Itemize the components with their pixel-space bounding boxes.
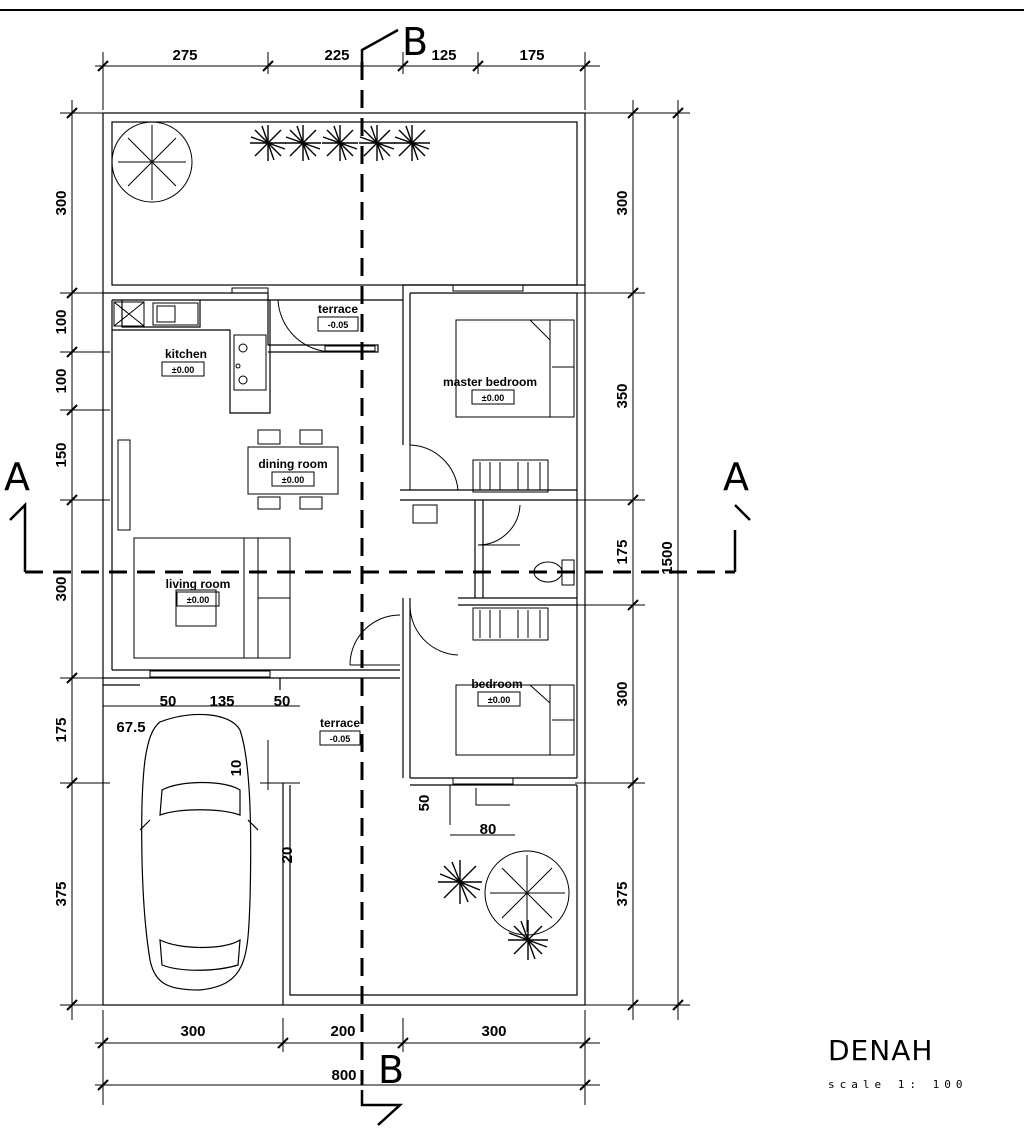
dim-right-2: 350: [614, 383, 631, 408]
shrub-icon: [322, 125, 358, 161]
room-name: terrace: [318, 302, 358, 316]
dim-right-1: 300: [614, 190, 631, 215]
dim-detail-135: 135: [209, 693, 234, 710]
room-terrace-top: terrace -0.05: [317, 302, 359, 332]
dimension-ticks: [66, 60, 684, 1091]
room-terrace-bottom: terrace -0.05: [319, 716, 361, 746]
dim-top-1: 275: [172, 47, 197, 64]
dim-bottom-2: 200: [330, 1023, 355, 1040]
room-level: ±0.00: [172, 365, 194, 375]
tree-icon: [111, 121, 193, 203]
room-level: -0.05: [330, 734, 351, 744]
dim-top-2: 225: [324, 47, 349, 64]
dim-right-total: 1500: [659, 541, 676, 574]
shrub-icon: [438, 860, 482, 904]
drawing-scale: scale 1: 100: [828, 1078, 967, 1091]
dim-detail-80: 80: [480, 821, 497, 838]
room-bedroom: bedroom ±0.00: [471, 677, 523, 707]
dim-left-3: 100: [53, 368, 70, 393]
room-level: -0.05: [328, 320, 349, 330]
dim-bottom-total: 800: [331, 1067, 356, 1084]
detail-dim-lines: [103, 705, 515, 880]
dining-table: [247, 429, 339, 510]
car-icon: [139, 713, 259, 991]
section-marker-a-left: A: [4, 455, 30, 499]
dim-left-6: 175: [53, 717, 70, 742]
dim-bottom-3: 300: [481, 1023, 506, 1040]
shrubs: [250, 125, 548, 960]
shrub-icon: [508, 920, 548, 960]
dim-right-4: 300: [614, 681, 631, 706]
site-boundary: [102, 112, 586, 1006]
dim-left-5: 300: [53, 576, 70, 601]
section-marker-b-bottom: B: [378, 1048, 404, 1092]
room-level: ±0.00: [282, 475, 304, 485]
dim-left-2: 100: [53, 309, 70, 334]
master-bed: [455, 319, 575, 493]
room-living: living room ±0.00: [166, 577, 231, 607]
dim-bottom-1: 300: [180, 1023, 205, 1040]
dim-detail-20: 20: [279, 847, 296, 864]
dim-detail-10: 10: [228, 760, 245, 777]
windows: [117, 284, 524, 785]
dim-right-3: 175: [614, 539, 631, 564]
dimension-texts-left: 300 100 100 150 300 175 375: [53, 190, 70, 906]
room-name: terrace: [320, 716, 360, 730]
dimension-texts-right: 300 350 175 300 375 1500: [614, 190, 676, 906]
section-arrows: [9, 28, 751, 1126]
room-name: bedroom: [471, 677, 522, 691]
tree-icon: [484, 850, 570, 936]
trees: [111, 121, 570, 936]
section-marker-a-right: A: [723, 455, 749, 499]
dim-left-1: 300: [53, 190, 70, 215]
room-dining: dining room ±0.00: [258, 457, 328, 487]
dim-top-4: 175: [519, 47, 544, 64]
living-furniture: [133, 537, 291, 659]
dimension-lines: [60, 52, 690, 1105]
dim-left-7: 375: [53, 881, 70, 906]
dim-detail-67: 67.5: [116, 719, 145, 736]
detail-dim-texts: 50 135 50 67.5 10 20 50 80: [116, 693, 496, 863]
shrub-icon: [359, 125, 395, 161]
room-name: master bedroom: [443, 375, 537, 389]
dimension-texts-top: 275 225 125 175: [172, 47, 544, 64]
room-kitchen: kitchen ±0.00: [161, 347, 207, 377]
dim-right-5: 375: [614, 881, 631, 906]
room-master-bedroom: master bedroom ±0.00: [443, 375, 537, 405]
room-level: ±0.00: [187, 595, 209, 605]
dim-detail-50c: 50: [416, 795, 433, 812]
dim-detail-50b: 50: [274, 693, 291, 710]
room-level: ±0.00: [488, 695, 510, 705]
room-name: living room: [166, 577, 231, 591]
bedroom-furniture: [455, 607, 575, 756]
shrub-icon: [250, 125, 286, 161]
dim-top-3: 125: [431, 47, 456, 64]
room-level: ±0.00: [482, 393, 504, 403]
shrub-icon: [394, 125, 430, 161]
room-name: kitchen: [165, 347, 207, 361]
walls: [103, 284, 585, 1005]
dimension-texts-bottom: 300 200 300 800: [180, 1023, 506, 1084]
doors: [277, 299, 521, 666]
shrub-icon: [285, 125, 321, 161]
section-marker-b-top: B: [402, 20, 428, 64]
dim-left-4: 150: [53, 442, 70, 467]
dim-detail-50a: 50: [160, 693, 177, 710]
kitchen-fixtures: [113, 301, 267, 391]
room-name: dining room: [258, 457, 327, 471]
drawing-title: DENAH: [828, 1034, 933, 1067]
